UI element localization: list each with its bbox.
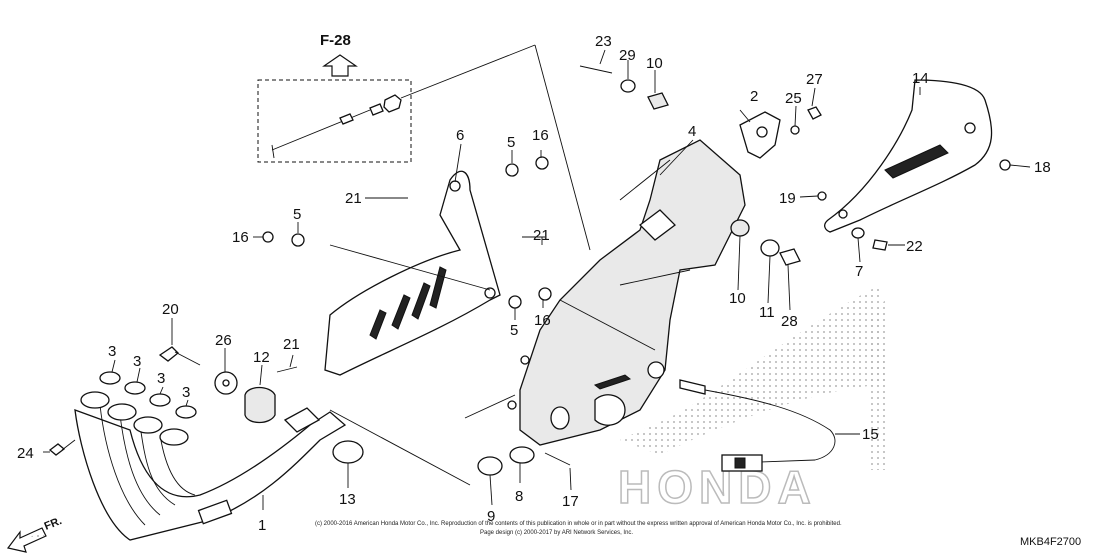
callout-3[interactable]: 3 bbox=[182, 384, 190, 401]
callout-16[interactable]: 16 bbox=[532, 127, 549, 144]
callout-17[interactable]: 17 bbox=[562, 493, 579, 510]
reference-label: F-28 bbox=[320, 32, 351, 49]
callout-13[interactable]: 13 bbox=[339, 491, 356, 508]
honda-wing-watermark bbox=[620, 285, 885, 470]
callout-6[interactable]: 6 bbox=[456, 127, 464, 144]
callout-3[interactable]: 3 bbox=[108, 343, 116, 360]
callout-20[interactable]: 20 bbox=[162, 301, 179, 318]
callout-4[interactable]: 4 bbox=[688, 123, 696, 140]
callout-10[interactable]: 10 bbox=[729, 290, 746, 307]
up-arrow-icon bbox=[322, 54, 358, 77]
muffler-cover-part bbox=[824, 79, 993, 233]
muffler-part bbox=[507, 139, 746, 446]
callout-22[interactable]: 22 bbox=[906, 238, 923, 255]
callout-21[interactable]: 21 bbox=[345, 190, 362, 207]
honda-watermark-text: HONDA bbox=[618, 461, 817, 513]
callout-25[interactable]: 25 bbox=[785, 90, 802, 107]
leader-lines bbox=[43, 49, 1031, 510]
diagram-code: MKB4F2700 bbox=[1020, 536, 1081, 548]
callout-10[interactable]: 10 bbox=[646, 55, 663, 72]
valve-rod-part bbox=[271, 94, 402, 159]
callout-27[interactable]: 27 bbox=[806, 71, 823, 88]
callout-28[interactable]: 28 bbox=[781, 313, 798, 330]
callout-26[interactable]: 26 bbox=[215, 332, 232, 349]
callout-21[interactable]: 21 bbox=[283, 336, 300, 353]
copyright-line-2: Page design (c) 2000-2017 by ARI Network… bbox=[480, 530, 633, 536]
oxygen-sensor-part bbox=[679, 379, 836, 472]
callout-11[interactable]: 11 bbox=[759, 304, 775, 321]
callout-23[interactable]: 23 bbox=[595, 33, 612, 50]
callout-15[interactable]: 15 bbox=[862, 426, 879, 443]
callout-9[interactable]: 9 bbox=[487, 508, 495, 525]
heat-shield-part bbox=[324, 170, 501, 376]
callout-7[interactable]: 7 bbox=[855, 263, 863, 280]
exhaust-pipe-part bbox=[74, 391, 347, 541]
callout-12[interactable]: 12 bbox=[253, 349, 270, 366]
callout-14[interactable]: 14 bbox=[912, 70, 929, 87]
callout-3[interactable]: 3 bbox=[133, 353, 141, 370]
callout-21[interactable]: 21 bbox=[533, 227, 550, 244]
callout-2[interactable]: 2 bbox=[750, 88, 758, 105]
callout-19[interactable]: 19 bbox=[779, 190, 796, 207]
callout-16[interactable]: 16 bbox=[232, 229, 249, 246]
copyright-line-1: (c) 2000-2016 American Honda Motor Co., … bbox=[315, 521, 842, 527]
callout-5[interactable]: 5 bbox=[507, 134, 515, 151]
callout-24[interactable]: 24 bbox=[17, 445, 34, 462]
front-direction-arrow-icon bbox=[6, 527, 47, 553]
hardware-parts bbox=[48, 65, 1011, 476]
callout-8[interactable]: 8 bbox=[515, 488, 523, 505]
callout-29[interactable]: 29 bbox=[619, 47, 636, 64]
callout-5[interactable]: 5 bbox=[293, 206, 301, 223]
callout-16[interactable]: 16 bbox=[534, 312, 551, 329]
callout-3[interactable]: 3 bbox=[157, 370, 165, 387]
callout-5[interactable]: 5 bbox=[510, 322, 518, 339]
callout-18[interactable]: 18 bbox=[1034, 159, 1051, 176]
front-label: FR. bbox=[43, 515, 64, 533]
callout-1[interactable]: 1 bbox=[258, 517, 266, 534]
bracket-part bbox=[739, 111, 781, 159]
reference-box bbox=[257, 79, 412, 163]
